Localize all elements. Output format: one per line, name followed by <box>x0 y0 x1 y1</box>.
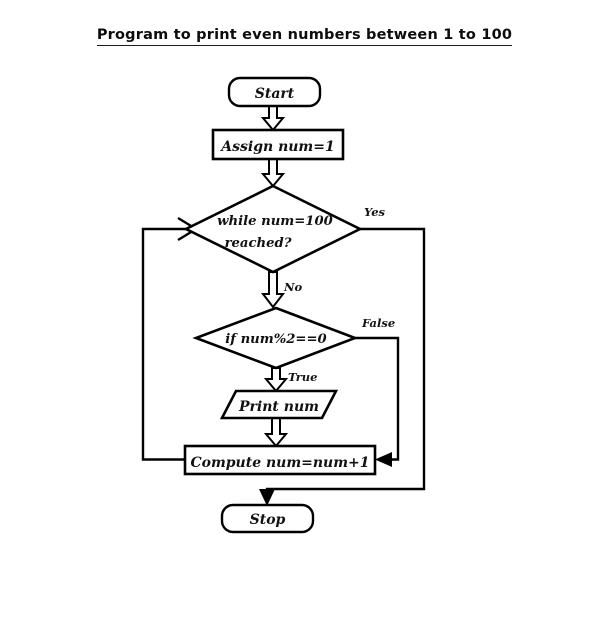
start-shape <box>227 76 322 108</box>
edge-label-true: True <box>288 370 317 384</box>
block-arrow-start-to-assign <box>260 105 286 132</box>
stop-label: Stop <box>250 512 286 528</box>
while-label-line2: reached? <box>225 236 292 251</box>
if-shape <box>192 306 359 370</box>
node-while-decision[interactable]: while num=100 reached? <box>183 184 363 274</box>
edge-label-false: False <box>361 316 395 330</box>
edge-if-false-to-compute <box>355 336 400 461</box>
block-arrow-print-to-compute <box>263 417 289 448</box>
compute-shape <box>183 444 377 476</box>
while-label-line1: while num=100 <box>217 214 333 229</box>
if-label: if num%2==0 <box>225 332 327 347</box>
print-shape <box>219 389 339 420</box>
compute-label: Compute num=num+1 <box>190 455 369 471</box>
node-assign[interactable]: Assign num=1 <box>211 128 345 161</box>
block-arrow-while-no-to-if <box>260 271 286 309</box>
print-label: Print num <box>238 399 319 415</box>
assign-shape <box>211 128 345 161</box>
edge-compute-to-while <box>141 227 190 461</box>
block-arrow-assign-to-while <box>260 158 286 188</box>
while-shape <box>183 184 363 274</box>
start-label: Start <box>255 86 295 102</box>
page-title-text: Program to print even numbers between 1 … <box>96 27 513 46</box>
node-start[interactable]: Start <box>227 76 322 108</box>
arrowhead-into-stop <box>259 489 275 506</box>
edge-label-yes: Yes <box>364 205 386 219</box>
page-title: Program to print even numbers between 1 … <box>0 27 609 46</box>
node-if-decision[interactable]: if num%2==0 <box>192 306 359 370</box>
arrowhead-into-compute-right <box>375 452 392 467</box>
block-arrow-if-true-to-print <box>263 367 289 393</box>
assign-label: Assign num=1 <box>219 139 334 155</box>
node-stop[interactable]: Stop <box>220 503 315 534</box>
edge-label-no: No <box>283 280 303 294</box>
stop-shape <box>220 503 315 534</box>
node-compute[interactable]: Compute num=num+1 <box>183 444 377 476</box>
node-print[interactable]: Print num <box>219 389 339 420</box>
